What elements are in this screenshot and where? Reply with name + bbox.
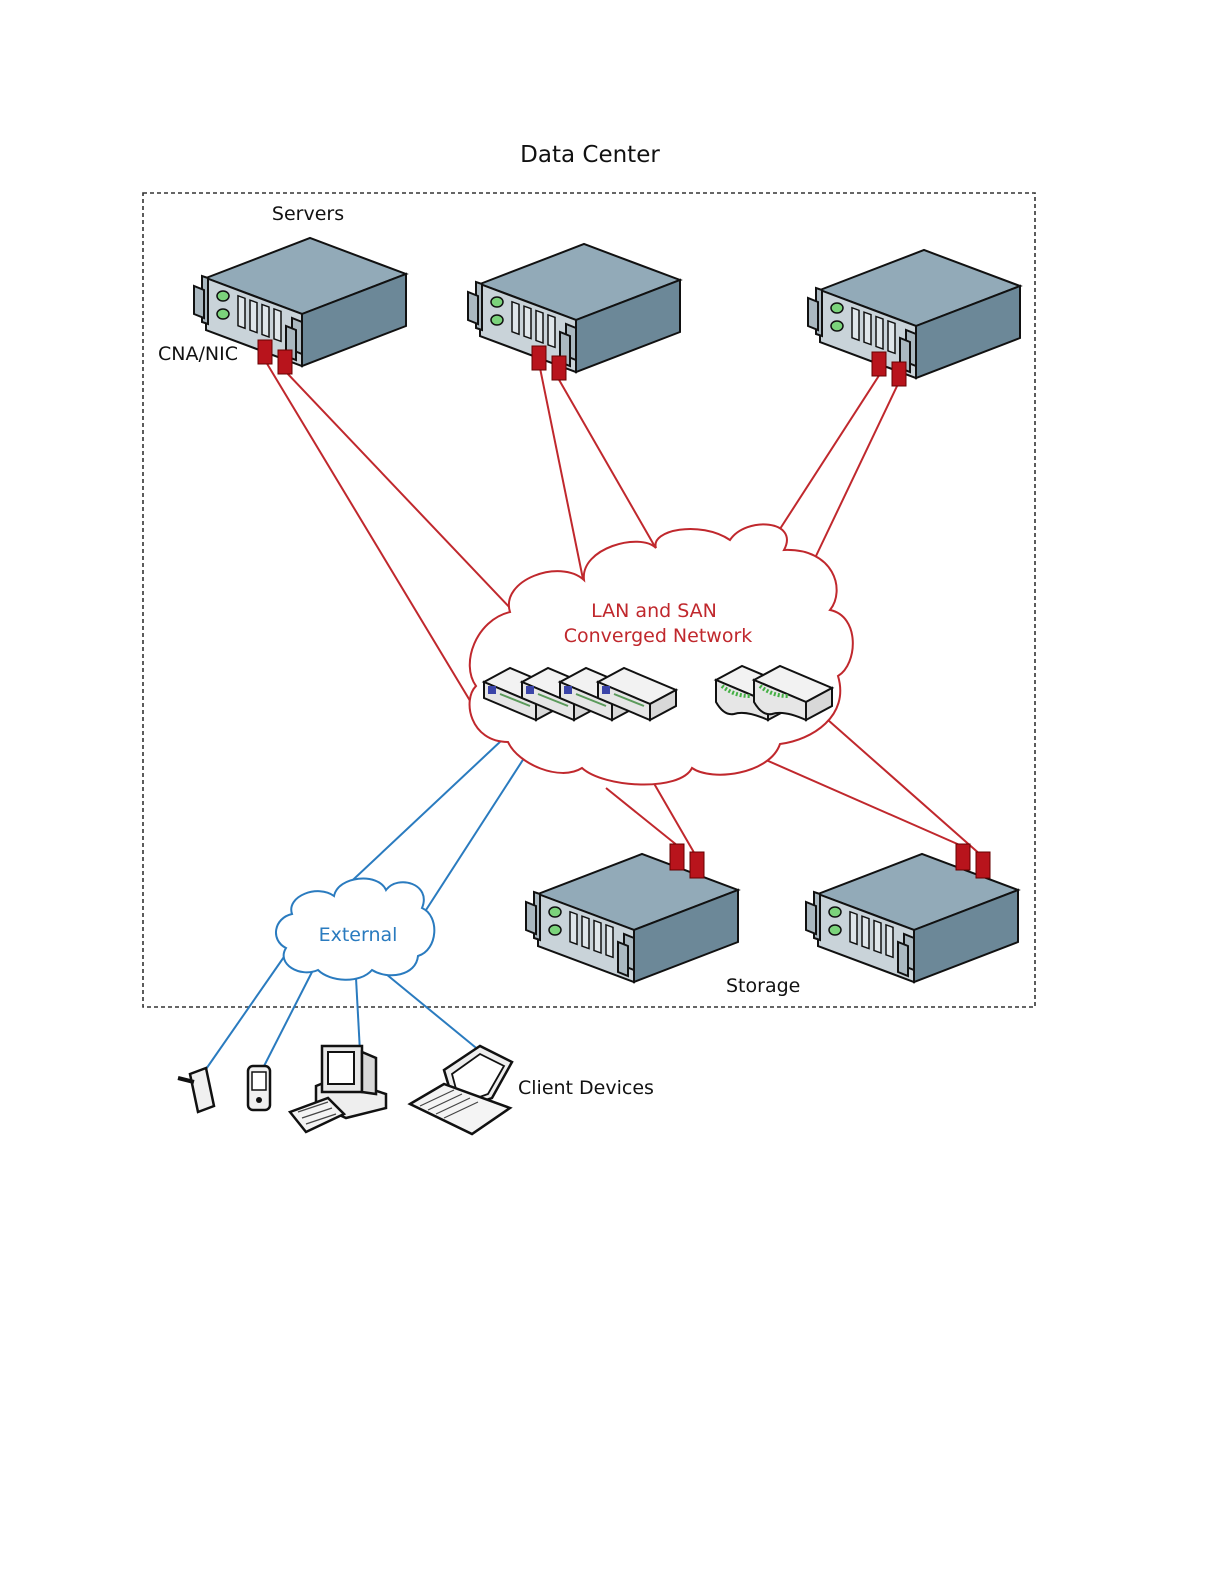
external-label: External xyxy=(319,924,398,946)
converged-network-cloud xyxy=(470,524,853,784)
client-devices-label: Client Devices xyxy=(518,1077,654,1099)
mobile-phone-icon xyxy=(178,1068,214,1112)
diagram-title: Data Center xyxy=(520,142,660,168)
cna-nic-label: CNA/NIC xyxy=(158,343,238,365)
rack-server-icon xyxy=(468,244,680,372)
converged-network-label-line1: LAN and SAN xyxy=(591,600,717,622)
servers-label: Servers xyxy=(272,203,344,225)
laptop-icon xyxy=(410,1046,512,1134)
converged-network-label-line2: Converged Network xyxy=(564,625,753,647)
desktop-computer-icon xyxy=(290,1046,386,1132)
storage-label: Storage xyxy=(726,975,800,997)
rack-server-icon xyxy=(808,250,1020,378)
storage-server-icon xyxy=(526,854,738,982)
pda-icon xyxy=(248,1066,270,1110)
